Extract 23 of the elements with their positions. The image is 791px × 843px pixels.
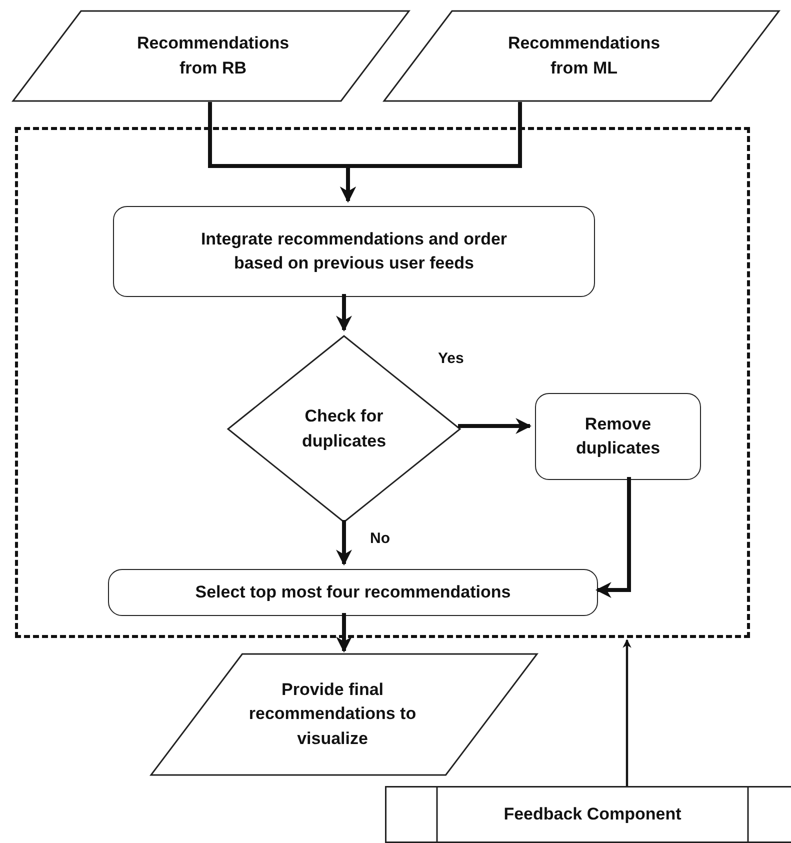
process-box xyxy=(113,206,595,297)
data-parallelogram xyxy=(383,10,780,102)
arrow xyxy=(336,294,352,332)
node-label: Recommendations from ML xyxy=(506,32,662,79)
node-label: Remove duplicates xyxy=(574,412,662,460)
data-parallelogram xyxy=(150,653,538,776)
arrow xyxy=(622,639,632,786)
process-box xyxy=(535,393,701,480)
node-label: Integrate recommendations and order based on previous user feeds xyxy=(200,228,508,274)
arrow xyxy=(458,418,532,434)
arrow xyxy=(595,477,631,598)
process-box xyxy=(108,569,598,616)
arrow xyxy=(336,613,352,653)
data-parallelogram xyxy=(12,10,410,102)
predefined-process-box xyxy=(385,786,791,843)
node-label: Select top most four recommendations xyxy=(194,581,512,604)
dashed-group-box xyxy=(15,127,750,638)
node-label: Recommendations from RB xyxy=(136,32,290,79)
arrow xyxy=(340,102,522,203)
arrow xyxy=(336,520,352,566)
node-label: Check for duplicates xyxy=(300,405,388,452)
node-label: Provide final recommendations to visualize xyxy=(248,678,418,750)
node-label: Feedback Component xyxy=(502,803,682,826)
